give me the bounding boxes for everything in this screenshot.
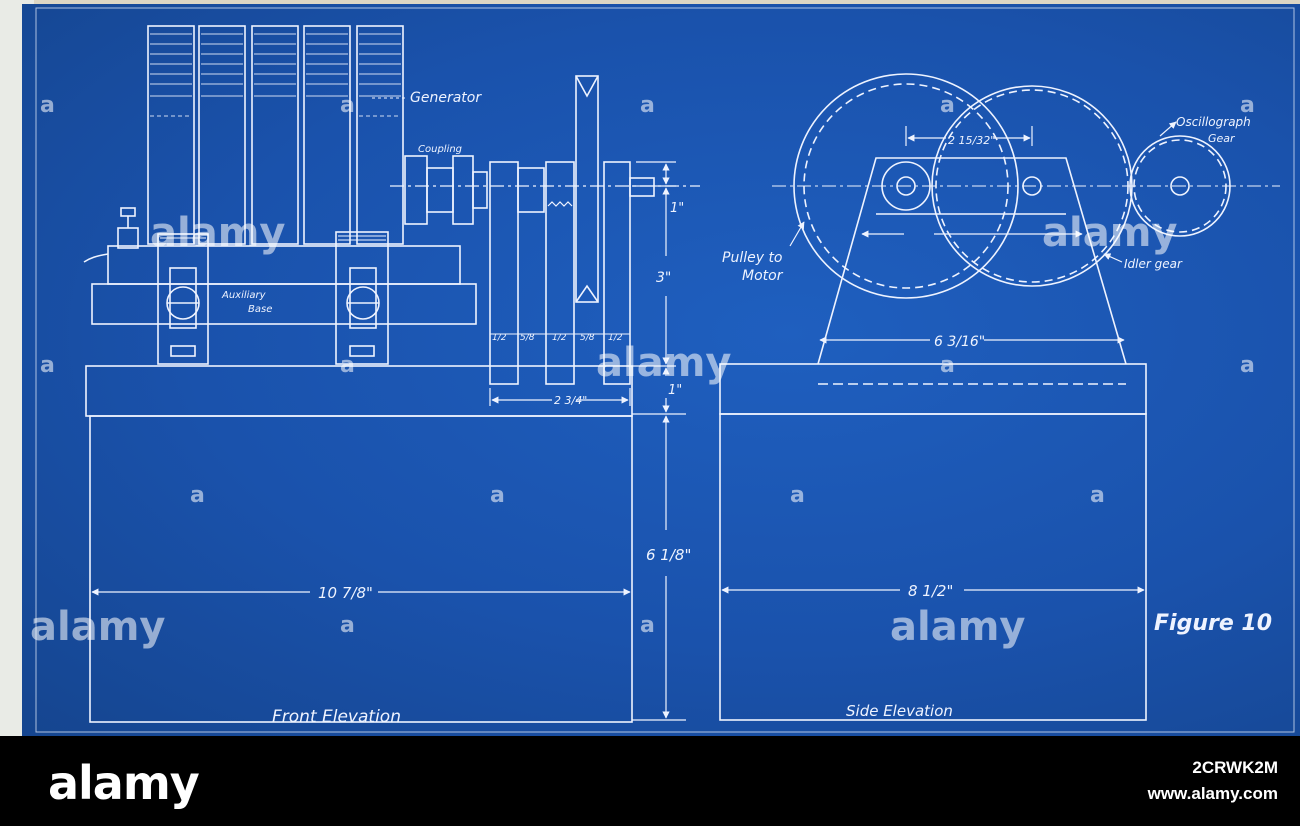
side-elevation-title: Side Elevation xyxy=(846,702,953,720)
vertical-dimensions xyxy=(632,161,686,721)
coupling-assembly xyxy=(390,75,700,385)
svg-text:a: a xyxy=(1240,353,1255,378)
svg-text:a: a xyxy=(640,613,655,638)
oscillograph-label-line1: Oscillograph xyxy=(1176,115,1251,129)
dim-fraction-5: 1/2 xyxy=(608,333,623,343)
side-dims xyxy=(721,126,1145,594)
svg-text:a: a xyxy=(490,483,505,508)
dim-lower: 1" xyxy=(668,383,682,398)
svg-text:alamy: alamy xyxy=(150,210,285,256)
dim-fraction-4: 5/8 xyxy=(580,333,595,343)
svg-text:a: a xyxy=(1090,483,1105,508)
dim-gear-center: 2 15/32" xyxy=(948,134,995,147)
svg-text:alamy: alamy xyxy=(30,604,165,650)
dim-fraction-3: 1/2 xyxy=(552,333,567,343)
blueprint-sheet xyxy=(22,4,1300,736)
svg-text:a: a xyxy=(790,483,805,508)
auxiliary-base xyxy=(83,207,477,365)
dim-front-width: 10 7/8" xyxy=(318,584,373,602)
dim-base-height: 6 1/8" xyxy=(646,546,691,564)
dim-pulley-span: 2 3/4" xyxy=(554,394,587,407)
generator-unit xyxy=(147,25,404,245)
image-id: 2CRWK2M xyxy=(1192,758,1278,777)
svg-text:a: a xyxy=(40,353,55,378)
auxiliary-label: Auxiliary xyxy=(221,290,267,301)
front-elevation-base xyxy=(85,365,633,723)
svg-text:a: a xyxy=(340,93,355,118)
dim-fraction-2: 5/8 xyxy=(520,333,535,343)
svg-text:a: a xyxy=(940,353,955,378)
svg-text:a: a xyxy=(640,93,655,118)
idler-gear-label: Idler gear xyxy=(1124,257,1183,271)
pulley-label-line2: Motor xyxy=(742,268,784,284)
svg-text:a: a xyxy=(1240,93,1255,118)
svg-text:a: a xyxy=(940,93,955,118)
dim-side-upper: 6 3/16" xyxy=(934,334,985,350)
svg-text:alamy: alamy xyxy=(890,604,1025,650)
svg-text:a: a xyxy=(340,613,355,638)
svg-text:a: a xyxy=(340,353,355,378)
pulley-span-dim xyxy=(489,388,631,406)
oscillograph-label-line2: Gear xyxy=(1208,132,1236,145)
watermark-footer: alamy 2CRWK2M www.alamy.com xyxy=(0,736,1300,826)
coupling-label: Coupling xyxy=(418,144,462,155)
svg-text:a: a xyxy=(190,483,205,508)
svg-text:alamy: alamy xyxy=(596,340,731,386)
figure-number: Figure 10 xyxy=(1154,611,1272,636)
svg-text:alamy: alamy xyxy=(1042,210,1177,256)
svg-text:a: a xyxy=(40,93,55,118)
site-url[interactable]: www.alamy.com xyxy=(1147,784,1278,803)
blueprint-drawing: Generator Coupling Auxiliary Base Pulley… xyxy=(30,7,1295,733)
watermark-overlay: a a a a a a a a a a a a a a a alamy alam… xyxy=(30,93,1255,650)
side-elevation xyxy=(719,73,1280,721)
pulley-label-line1: Pulley to xyxy=(722,250,783,266)
dim-fraction-1: 1/2 xyxy=(492,333,507,343)
dim-top-gap: 1" xyxy=(670,201,684,216)
alamy-logo: alamy xyxy=(48,756,200,810)
generator-label: Generator xyxy=(410,90,482,106)
base-label: Base xyxy=(248,304,272,315)
sheet-border xyxy=(35,7,1295,733)
dim-side-width: 8 1/2" xyxy=(908,582,953,600)
front-elevation-title: Front Elevation xyxy=(272,707,401,727)
dim-mid: 3" xyxy=(656,270,671,286)
